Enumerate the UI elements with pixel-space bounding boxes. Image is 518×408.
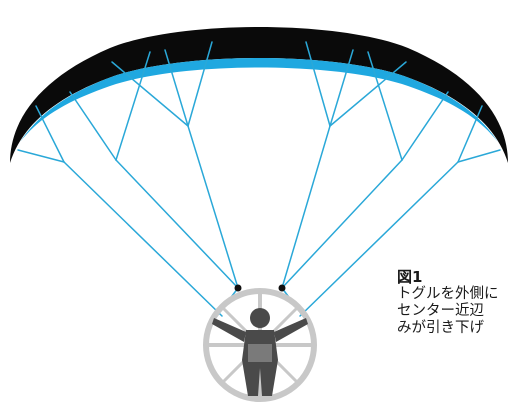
line-right-tip-2 [457,105,483,163]
line-left-tip-riser [63,161,223,317]
pilot-right-arm [274,318,308,342]
pilot-left-arm [212,318,246,342]
caption-line-3: みが引き下げ [397,320,484,336]
line-left-b2 [69,91,117,161]
line-left-a1 [111,61,189,127]
line-right-tip-1 [457,149,501,163]
line-right-a2 [329,49,354,127]
pilot-head [250,308,270,328]
line-right-b2 [401,91,449,161]
figure-number: 図1 [397,268,423,286]
line-right-tip-riser [299,161,459,317]
brake-handle-right [278,284,286,292]
pilot-harness [248,344,272,362]
line-right-a1 [329,61,407,127]
line-left-b1 [115,51,151,161]
line-right-a-riser [281,125,331,289]
suspension-lines [17,41,501,321]
line-left-a-riser [187,125,239,289]
caption-line-1: トグルを外側に [397,286,499,302]
line-left-tip-2 [35,105,65,163]
line-right-b1 [367,51,403,161]
figure-caption: 図1 トグルを外側に センター近辺 みが引き下げ [397,268,518,337]
pilot [212,308,308,396]
caption-line-2: センター近辺 [397,303,484,319]
brake-handles [234,284,286,292]
line-left-a3 [187,41,213,127]
line-left-b-riser [115,159,239,289]
line-left-tip-1 [17,149,65,163]
line-right-b-riser [281,159,403,289]
brake-handle-left [234,284,242,292]
line-right-a3 [305,41,331,127]
canopy-body [10,27,508,163]
line-left-a2 [164,49,189,127]
canopy [10,27,508,163]
